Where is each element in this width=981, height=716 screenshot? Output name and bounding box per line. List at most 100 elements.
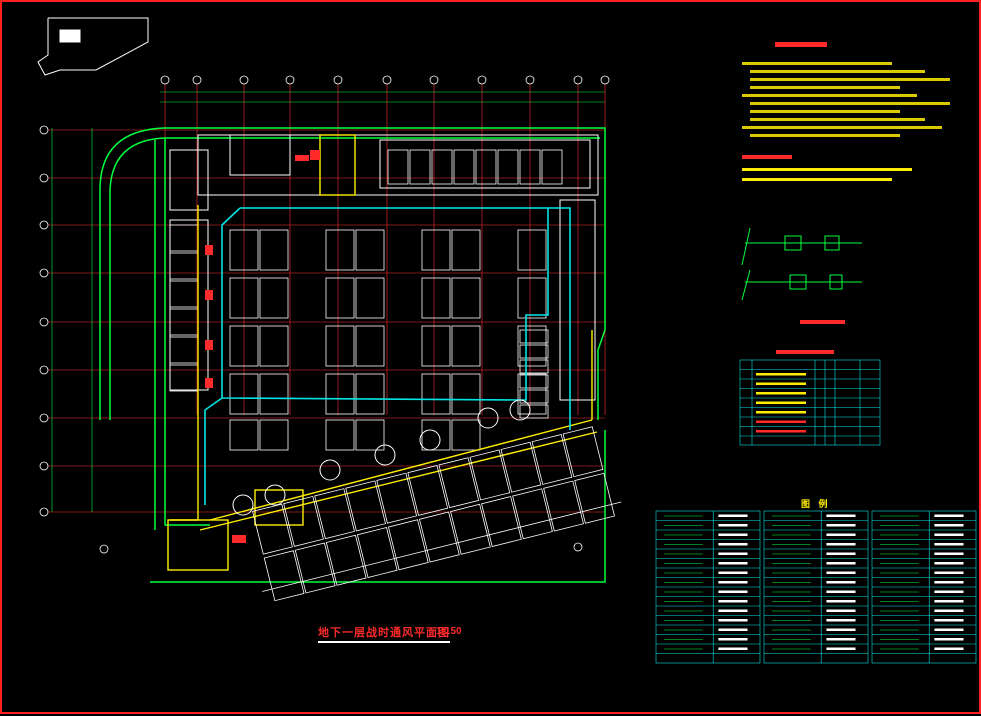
grid-bubble-left	[39, 461, 49, 471]
parking-stall	[407, 464, 449, 516]
legend-text	[826, 619, 856, 622]
ventilation-duct	[204, 207, 571, 505]
legend-text	[934, 647, 964, 650]
column-circles	[232, 399, 531, 516]
legend-text	[934, 571, 964, 574]
parking-stall	[263, 550, 305, 602]
grid-bubble-top	[160, 75, 170, 85]
parking-aisle-edge	[262, 501, 622, 592]
legend-text	[934, 590, 964, 593]
parking-stall	[519, 404, 549, 419]
legend-text	[934, 638, 964, 641]
legend-text	[934, 543, 964, 546]
parking-stall	[453, 149, 475, 185]
legend-text	[718, 590, 748, 593]
parking-stall	[421, 325, 451, 367]
parking-stall	[421, 419, 451, 451]
legend-text	[826, 571, 856, 574]
table-cell-text	[756, 382, 806, 385]
legend-text	[826, 628, 856, 631]
grid-bubble-left	[39, 125, 49, 135]
parking-stall	[325, 373, 355, 415]
equipment-table	[739, 359, 881, 446]
legend-text	[826, 600, 856, 603]
parking-stall	[283, 495, 324, 547]
legend-text	[718, 638, 748, 641]
parking-stall	[421, 229, 451, 271]
grid-bubble-top	[600, 75, 610, 85]
grid-bubble-top	[382, 75, 392, 85]
parking-stall	[259, 373, 289, 415]
grid-bubble-top	[477, 75, 487, 85]
legend-text	[934, 619, 964, 622]
legend-text	[826, 524, 856, 527]
grid-bubble-left	[39, 413, 49, 423]
parking-stall	[345, 480, 387, 532]
parking-stall	[475, 149, 497, 185]
legend-text	[718, 600, 748, 603]
table-cell-text	[756, 430, 806, 433]
parking-stall	[169, 224, 199, 252]
legend-text	[718, 562, 748, 565]
parking-stall	[387, 519, 429, 571]
grid-axis-bubbles	[39, 75, 610, 554]
parking-stall	[541, 149, 563, 185]
parking-stall	[497, 149, 519, 185]
notes-text-line	[750, 70, 925, 73]
parking-stall	[314, 488, 355, 540]
parking-stall	[325, 419, 355, 451]
notes-text-line	[742, 62, 892, 65]
parking-stall	[517, 229, 547, 271]
grid-bubble-left	[39, 220, 49, 230]
parking-stall	[169, 336, 199, 364]
notes-text-line	[742, 94, 917, 97]
table-caption	[776, 350, 834, 354]
system-diagram	[741, 227, 862, 301]
grid-bubble-left	[39, 317, 49, 327]
notes-text-line	[750, 118, 925, 121]
grid-bubble-left	[39, 268, 49, 278]
parking-stall	[421, 277, 451, 319]
lower-parking-block	[252, 426, 622, 602]
parking-stall	[543, 480, 584, 532]
equipment-marks	[205, 150, 320, 543]
parking-stall	[259, 419, 289, 451]
legend-text	[934, 552, 964, 555]
legend-text	[826, 638, 856, 641]
legend-text	[934, 600, 964, 603]
parking-stall	[409, 149, 431, 185]
legend-text	[718, 543, 748, 546]
parking-stalls	[169, 149, 563, 451]
notes-text-line	[750, 78, 950, 81]
parking-stall	[325, 229, 355, 271]
key-plan	[37, 17, 149, 76]
grid-bubble-bottom	[573, 542, 583, 552]
legend-tables	[655, 510, 977, 664]
grid-bubble-top	[285, 75, 295, 85]
parking-stall	[229, 277, 259, 319]
parking-stall	[325, 534, 367, 586]
parking-stall	[355, 419, 385, 451]
parking-stall	[259, 325, 289, 367]
legend-text	[934, 533, 964, 536]
diagram-caption	[800, 320, 845, 324]
parking-stall	[438, 457, 480, 509]
grid-bubble-left	[39, 173, 49, 183]
legend-text	[718, 647, 748, 650]
legend-text	[934, 514, 964, 517]
legend-text	[718, 514, 748, 517]
notes-heading	[775, 42, 827, 47]
parking-stall	[519, 149, 541, 185]
grid-bubble-top	[239, 75, 249, 85]
column-grid	[40, 80, 606, 513]
parking-stall	[387, 149, 409, 185]
legend-text	[826, 609, 856, 612]
parking-stall	[421, 373, 451, 415]
parking-stall	[531, 434, 573, 485]
parking-stall	[259, 277, 289, 319]
notes-panel	[742, 42, 950, 354]
grid-bubble-left	[39, 507, 49, 517]
parking-stall	[355, 373, 385, 415]
parking-stall	[519, 329, 549, 344]
